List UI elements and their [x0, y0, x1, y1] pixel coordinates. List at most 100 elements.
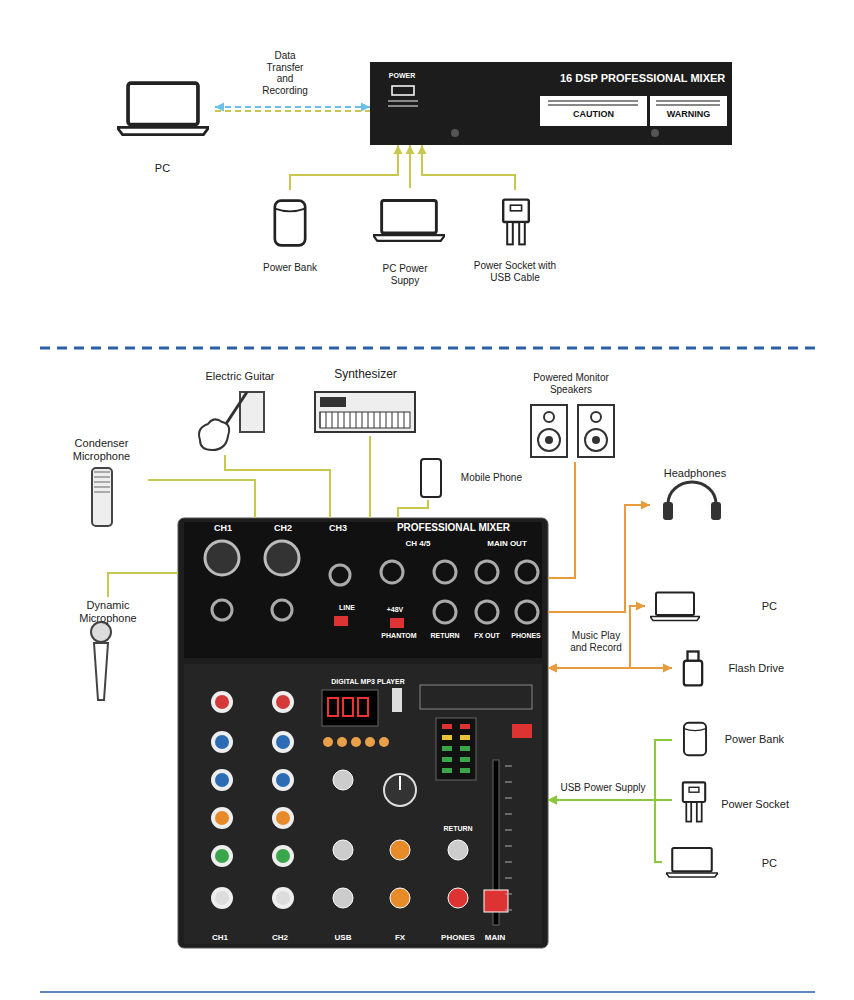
device-label: Power Bank	[725, 733, 784, 746]
mixer-panel	[178, 518, 548, 948]
knob-label: RETURN	[436, 825, 480, 833]
led	[442, 724, 452, 729]
panel-part	[215, 695, 229, 709]
panel-controls	[94, 412, 538, 910]
panel-title: 16 DSP PROFESSIONAL MIXER	[560, 72, 725, 84]
fader-tick	[505, 782, 512, 783]
key	[380, 412, 381, 428]
key	[344, 412, 345, 428]
fader-tick	[505, 910, 512, 911]
synthesizer: Synthesizer	[308, 366, 423, 436]
power-bank-icon	[275, 201, 305, 246]
jack-label: RETURN	[424, 632, 466, 640]
key	[374, 412, 375, 428]
connector	[548, 796, 662, 863]
mixer-front-panel: PROFESSIONAL MIXERCH1CH2CH3CH 4/5MAIN OU…	[178, 518, 548, 948]
device-label: PC	[762, 600, 777, 613]
connector	[548, 501, 650, 613]
button	[365, 737, 375, 747]
key	[338, 412, 339, 428]
jack-label: PHONES	[506, 632, 546, 640]
button	[351, 737, 361, 747]
connector	[370, 436, 371, 518]
pc-device: PC	[110, 72, 215, 177]
key	[356, 412, 357, 428]
laptop-icon	[117, 83, 209, 135]
rear-panel	[370, 62, 732, 145]
jack	[476, 561, 498, 583]
device-label: PC	[155, 162, 170, 175]
arrowhead	[215, 103, 224, 112]
device-label: Power Socket	[721, 798, 789, 811]
knob	[272, 769, 294, 791]
channel-label: CH3	[318, 524, 358, 534]
led	[460, 757, 470, 762]
panel-part	[215, 849, 229, 863]
panel-part	[276, 735, 290, 749]
knob	[211, 887, 233, 909]
mobile-phone: Mobile Phone	[415, 455, 525, 500]
connector-line	[548, 505, 650, 612]
arrowhead	[548, 796, 557, 805]
fader-tick	[505, 894, 512, 895]
arrowhead	[663, 664, 672, 673]
connector	[215, 103, 370, 112]
knob	[272, 691, 294, 713]
connector-line	[215, 110, 370, 112]
caution-label: CAUTION	[542, 110, 645, 120]
connector	[418, 145, 516, 190]
knob	[272, 807, 294, 829]
edge-label: USB Power Supply	[556, 782, 650, 794]
knob	[448, 888, 468, 908]
arrowhead	[418, 145, 427, 154]
fader-tick	[505, 814, 512, 815]
column-label: MAIN	[475, 934, 515, 943]
panel-part	[215, 773, 229, 787]
arrowhead	[636, 602, 645, 611]
key	[386, 412, 387, 428]
key	[392, 412, 393, 428]
panel-part	[276, 849, 290, 863]
switch-label: LINE	[332, 604, 362, 612]
knob	[211, 691, 233, 713]
channel-label: CH2	[262, 524, 304, 534]
knob	[333, 840, 353, 860]
device-label: PC Power Suppy	[369, 263, 441, 286]
arrowhead	[641, 501, 650, 510]
device-label: Power Bank	[263, 262, 317, 274]
device-label: Mobile Phone	[461, 472, 522, 484]
divider	[40, 347, 815, 350]
flash-drive: Flash Drive	[672, 645, 787, 691]
arrowhead	[548, 796, 557, 805]
section-label: MAIN OUT	[477, 540, 537, 549]
column-label: FX	[380, 934, 420, 943]
fader-tick	[505, 766, 512, 767]
connector	[148, 480, 255, 518]
device-label: Condenser Microphone	[59, 437, 144, 462]
connector-line	[548, 667, 672, 669]
monitor-speakers: Powered Monitor Speakers	[521, 370, 621, 462]
headphones: Headphones	[650, 465, 740, 525]
column-label: CH2	[260, 934, 300, 943]
knob	[211, 769, 233, 791]
arrowhead	[361, 103, 370, 112]
power-bank: Power Bank	[250, 190, 330, 275]
channel-label: CH1	[202, 524, 244, 534]
connector	[108, 573, 178, 597]
led	[460, 724, 470, 729]
panel-part	[276, 773, 290, 787]
arrowhead	[394, 145, 403, 154]
fader-tick	[505, 878, 512, 879]
knob	[272, 845, 294, 867]
port-label: POWER	[382, 72, 422, 80]
switch-label: +48V	[382, 606, 408, 614]
connector-line	[548, 606, 645, 668]
knob	[448, 840, 468, 860]
panel-part	[215, 735, 229, 749]
device-label: Synthesizer	[334, 368, 397, 382]
electric-guitar: Electric Guitar	[190, 368, 290, 455]
button	[323, 737, 333, 747]
fader-tick	[505, 830, 512, 831]
